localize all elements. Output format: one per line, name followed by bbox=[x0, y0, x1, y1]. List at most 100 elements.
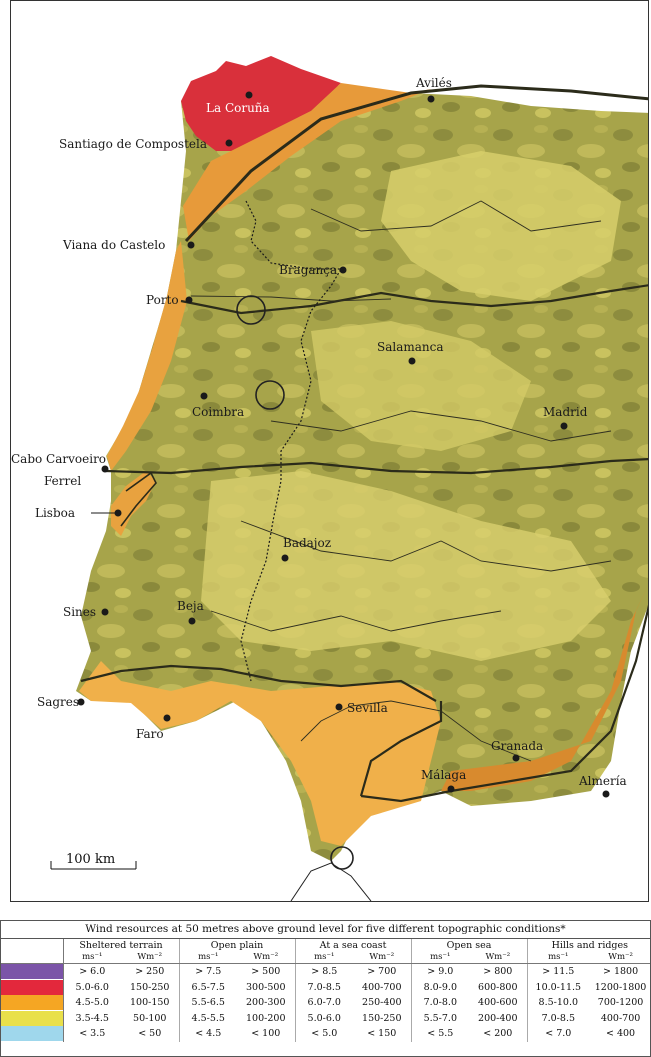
city-label-sevilla: Sevilla bbox=[347, 701, 388, 715]
legend-value: < 100 bbox=[251, 1028, 281, 1040]
unit-power: Wm⁻² bbox=[237, 952, 296, 964]
city-label-la-coruna: La Coruña bbox=[206, 101, 270, 115]
city-labels: La Coruña Avilés Santiago de Compostela … bbox=[11, 76, 627, 788]
legend-value: 5.0-6.0 bbox=[62, 979, 121, 995]
legend-value: > 8.5 bbox=[294, 963, 354, 980]
legend-rows: > 6.0> 250> 7.5> 500> 8.5> 700> 9.0> 800… bbox=[1, 963, 650, 1042]
legend-value: < 7.0 bbox=[526, 1026, 590, 1042]
legend-value: 5.5-7.0 bbox=[410, 1010, 470, 1026]
legend-row: 3.5-4.5 50-100 4.5-5.5 100-200 5.0-6.0 150-25… bbox=[1, 1010, 650, 1026]
city-label-lisboa: Lisboa bbox=[35, 506, 75, 520]
legend-value: < 50 bbox=[138, 1028, 162, 1040]
legend-value: 6.0-7.0 bbox=[294, 995, 354, 1011]
orange-zone-algarve bbox=[79, 661, 441, 846]
legend-swatch bbox=[1, 963, 64, 980]
legend-value: > 1800 bbox=[602, 966, 639, 978]
legend-swatch-color bbox=[1, 964, 62, 980]
legend-header-sea-coast: At a sea coast bbox=[294, 939, 412, 952]
legend-value: > 500 bbox=[251, 966, 281, 978]
legend-swatch-color bbox=[1, 1026, 62, 1042]
city-label-faro: Faro bbox=[136, 727, 164, 741]
legend-value: > 700 bbox=[367, 966, 397, 978]
city-label-coimbra: Coimbra bbox=[192, 405, 244, 419]
unit-speed: ms⁻¹ bbox=[410, 952, 470, 964]
legend-value: > 800 bbox=[483, 966, 513, 978]
scale-bar: 100 km bbox=[50, 852, 137, 870]
legend-swatch bbox=[1, 995, 64, 1011]
unit-power: Wm⁻² bbox=[589, 952, 650, 964]
low-wind-zone-central bbox=[311, 321, 531, 451]
low-wind-zone-north bbox=[381, 151, 621, 301]
legend-swatch bbox=[1, 979, 64, 995]
city-label-santiago: Santiago de Compostela bbox=[59, 137, 207, 151]
unit-power: Wm⁻² bbox=[353, 952, 412, 964]
scale-bar-label: 100 km bbox=[66, 852, 115, 867]
legend-value: 7.0-8.5 bbox=[526, 1010, 590, 1026]
legend-value: 250-400 bbox=[362, 997, 402, 1009]
legend-value: 1200-1800 bbox=[594, 981, 647, 993]
legend-value: < 400 bbox=[605, 1028, 636, 1040]
legend-value: 5.0-6.0 bbox=[294, 1010, 354, 1026]
orange-zone-north-coast bbox=[183, 83, 431, 241]
legend-swatch bbox=[1, 1010, 64, 1026]
legend-value: < 5.0 bbox=[294, 1026, 354, 1042]
city-label-badajoz: Badajoz bbox=[283, 536, 331, 550]
legend-value: 300-500 bbox=[246, 981, 286, 993]
legend-value: > 250 bbox=[135, 966, 165, 978]
legend-value: 200-400 bbox=[478, 1012, 518, 1024]
legend-value: 7.0-8.0 bbox=[410, 995, 470, 1011]
legend-value: > 6.0 bbox=[62, 963, 121, 980]
map-canvas: La Coruña Avilés Santiago de Compostela … bbox=[11, 1, 648, 901]
city-label-salamanca: Salamanca bbox=[377, 340, 444, 354]
unit-speed: ms⁻¹ bbox=[294, 952, 354, 964]
legend-swatch-color bbox=[1, 979, 62, 995]
legend-value: < 3.5 bbox=[62, 1026, 121, 1042]
unit-speed: ms⁻¹ bbox=[526, 952, 590, 964]
legend-value: > 9.0 bbox=[410, 963, 470, 980]
legend-value: 100-200 bbox=[246, 1012, 286, 1024]
city-label-porto: Porto bbox=[146, 293, 179, 307]
legend-row: < 3.5< 50< 4.5< 100< 5.0< 150< 5.5< 200<… bbox=[1, 1026, 650, 1042]
legend-value: 700-1200 bbox=[597, 997, 644, 1009]
legend-value: 100-150 bbox=[130, 997, 170, 1009]
legend-value: 4.5-5.5 bbox=[178, 1010, 237, 1026]
legend-swatch-color bbox=[1, 995, 62, 1011]
legend-header-hills: Hills and ridges bbox=[526, 939, 650, 952]
legend-value: < 150 bbox=[367, 1028, 397, 1040]
orange-zone-southeast bbox=[441, 585, 648, 791]
legend-value: 50-100 bbox=[133, 1012, 167, 1024]
legend-value: 600-800 bbox=[478, 981, 518, 993]
legend-value: 150-250 bbox=[130, 981, 170, 993]
low-wind-zone-south bbox=[201, 471, 611, 661]
unit-speed: ms⁻¹ bbox=[62, 952, 121, 964]
city-label-braganca: Bragança bbox=[279, 263, 337, 277]
legend-swatch bbox=[1, 1026, 64, 1042]
legend-value: 10.0-11.5 bbox=[526, 979, 590, 995]
city-label-granada: Granada bbox=[491, 739, 543, 753]
legend-row: > 6.0> 250> 7.5> 500> 8.5> 700> 9.0> 800… bbox=[1, 963, 650, 980]
legend-value: 5.5-6.5 bbox=[178, 995, 237, 1011]
legend-header-sheltered: Sheltered terrain bbox=[62, 939, 179, 952]
orange-zone-lisbon bbox=[111, 471, 156, 536]
legend-value: 3.5-4.5 bbox=[62, 1010, 121, 1026]
legend-header-open-plain: Open plain bbox=[178, 939, 296, 952]
city-label-almeria: Almería bbox=[578, 774, 627, 788]
legend-value: < 4.5 bbox=[178, 1026, 237, 1042]
legend-title: Wind resources at 50 metres above ground… bbox=[1, 921, 650, 939]
legend-header-open-sea: Open sea bbox=[410, 939, 528, 952]
wind-resource-map: La Coruña Avilés Santiago de Compostela … bbox=[10, 0, 649, 902]
legend-value: 400-600 bbox=[478, 997, 518, 1009]
legend-value: 400-700 bbox=[600, 1012, 641, 1024]
legend-value: 6.5-7.5 bbox=[178, 979, 237, 995]
legend-value: 4.5-5.0 bbox=[62, 995, 121, 1011]
legend-value: < 5.5 bbox=[410, 1026, 470, 1042]
legend-value: 150-250 bbox=[362, 1012, 402, 1024]
legend-value: 400-700 bbox=[362, 981, 402, 993]
legend-table: Sheltered terrain Open plain At a sea co… bbox=[1, 939, 650, 1042]
unit-speed: ms⁻¹ bbox=[178, 952, 237, 964]
orange-zone-west-coast bbox=[107, 241, 187, 471]
legend-value: 8.5-10.0 bbox=[526, 995, 590, 1011]
legend-swatch-color bbox=[1, 1010, 62, 1026]
